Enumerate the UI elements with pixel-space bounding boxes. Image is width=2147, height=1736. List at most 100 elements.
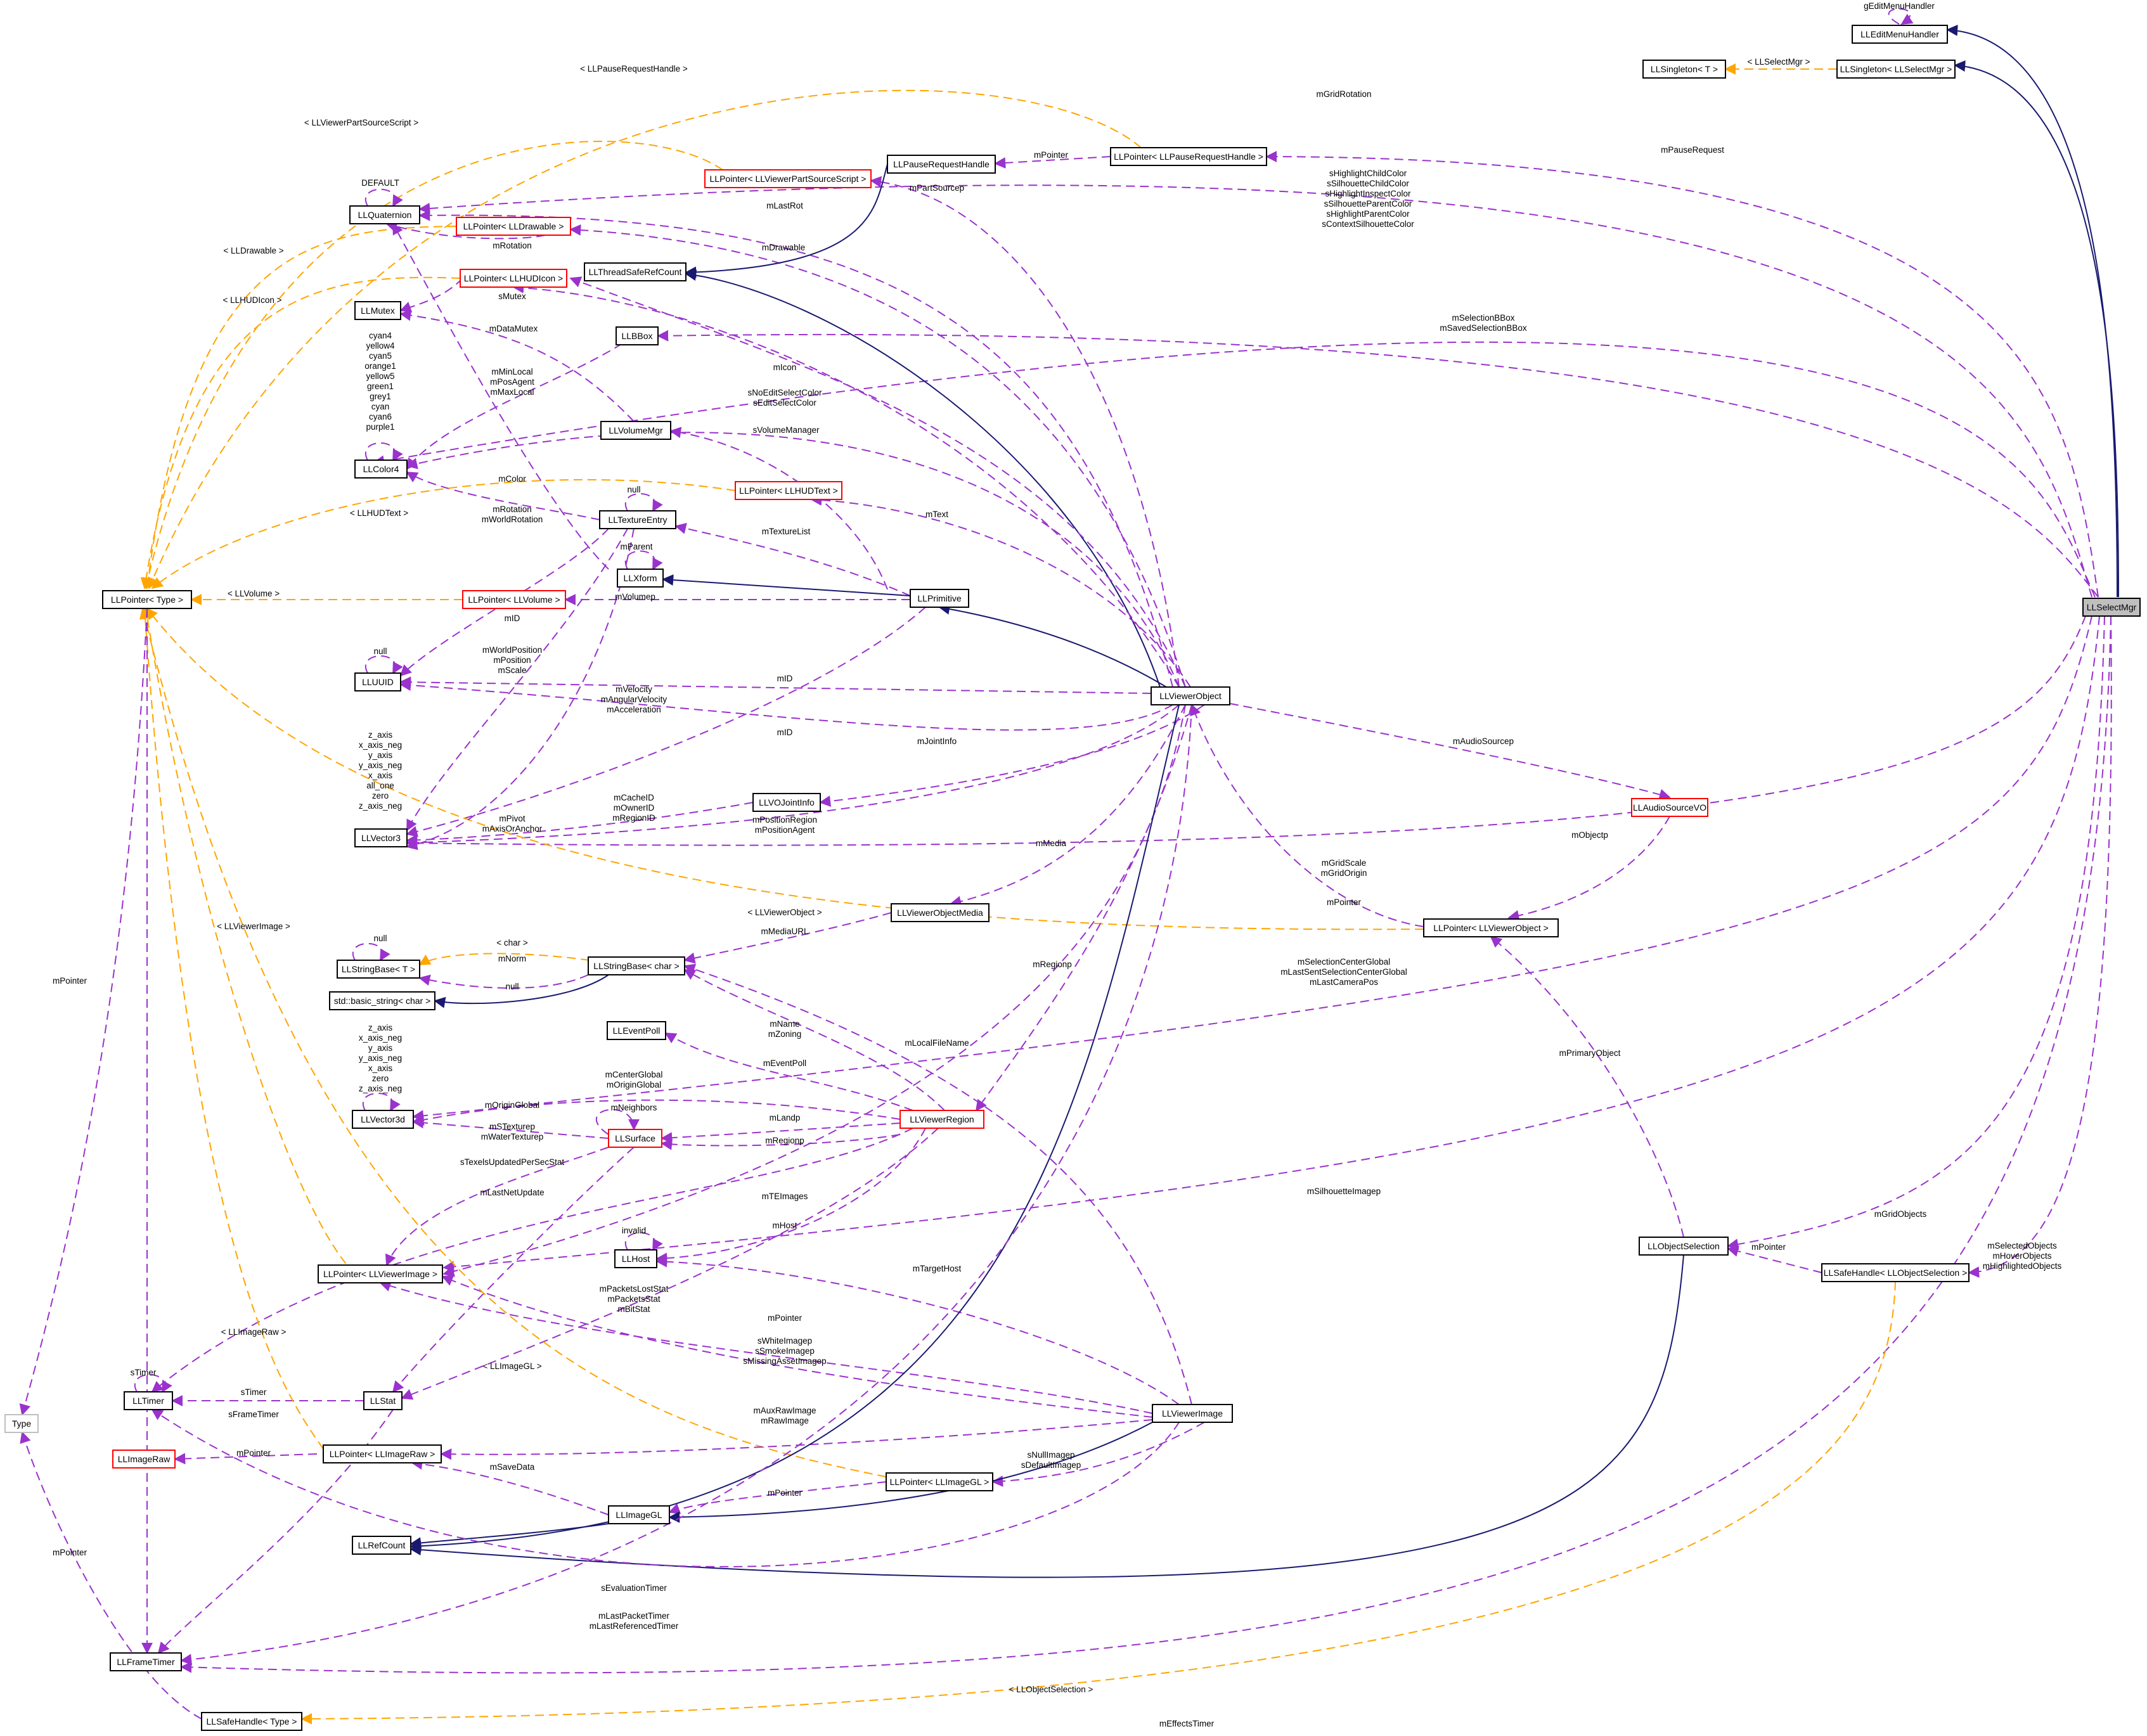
class-node-LLHost[interactable]: LLHost	[614, 1249, 657, 1268]
edge-label-mPointerVI: mPointer	[768, 1313, 803, 1323]
class-node-LLTimer[interactable]: LLTimer	[124, 1391, 173, 1410]
class-node-LLPointerHUDIcon[interactable]: LLPointer< LLHUDIcon >	[460, 269, 567, 288]
edge-label-LLViewerPartSourceScriptTmpl: < LLViewerPartSourceScript >	[304, 118, 418, 127]
class-node-LLPointerPartScript[interactable]: LLPointer< LLViewerPartSourceScript >	[704, 169, 872, 188]
class-node-LLFrameTimer[interactable]: LLFrameTimer	[110, 1652, 182, 1671]
class-node-LLStat[interactable]: LLStat	[363, 1391, 403, 1410]
edge-usage-78	[655, 1128, 926, 1264]
class-node-LLVector3d[interactable]: LLVector3d	[352, 1110, 414, 1129]
class-label-LLXform: LLXform	[624, 573, 657, 583]
class-node-LLEditMenuHandler[interactable]: LLEditMenuHandler	[1852, 25, 1948, 44]
edge-tmpl-7	[148, 89, 1142, 589]
class-node-LLSingletonT[interactable]: LLSingleton< T >	[1642, 60, 1726, 79]
edge-tmpl-53	[146, 607, 1424, 930]
class-node-LLPointerDrawable[interactable]: LLPointer< LLDrawable >	[456, 217, 571, 236]
class-node-LLImageRaw[interactable]: LLImageRaw	[112, 1450, 176, 1469]
class-label-LLPointerHUDText: LLPointer< LLHUDText >	[739, 485, 838, 496]
class-label-LLAudioSourceVO: LLAudioSourceVO	[1633, 802, 1706, 813]
edge-usage-0	[1888, 8, 1914, 25]
edge-label-mSaveData: mSaveData	[490, 1462, 535, 1472]
class-node-LLVolumeMgr[interactable]: LLVolumeMgr	[600, 421, 671, 440]
class-node-LLPointerViewerImage[interactable]: LLPointer< LLViewerImage >	[318, 1264, 443, 1283]
class-node-LLPointerViewerObject[interactable]: LLPointer< LLViewerObject >	[1423, 918, 1559, 937]
class-node-LLMutex[interactable]: LLMutex	[354, 301, 401, 320]
class-node-Type[interactable]: Type	[4, 1414, 39, 1433]
edge-inh-16	[685, 164, 888, 278]
class-node-LLTextureEntry[interactable]: LLTextureEntry	[599, 510, 676, 529]
edge-label-mParent: mParent	[620, 542, 652, 551]
edge-label-mLastNetUpdate: mLastNetUpdate	[480, 1188, 544, 1197]
class-label-LLStringBaseT: LLStringBase< T >	[342, 964, 415, 974]
class-node-LLViewerObjectMedia[interactable]: LLViewerObjectMedia	[891, 903, 990, 922]
edge-label-nullStr: null	[373, 934, 387, 943]
class-node-LLQuaternion[interactable]: LLQuaternion	[349, 205, 420, 224]
edge-label-nullStr2: null	[505, 982, 519, 991]
class-node-LLXform[interactable]: LLXform	[617, 569, 664, 588]
class-node-LLPauseRequestHandle[interactable]: LLPauseRequestHandle	[887, 155, 996, 174]
class-node-LLBBox[interactable]: LLBBox	[616, 326, 659, 345]
edge-label-LLImageGLTmpl: < LLImageGL >	[482, 1361, 541, 1371]
class-label-Type: Type	[12, 1418, 32, 1429]
edge-tmpl-13	[143, 226, 457, 589]
class-node-LLUUID[interactable]: LLUUID	[354, 672, 401, 691]
edge-usage-74	[392, 1147, 635, 1393]
class-node-LLStringBaseT[interactable]: LLStringBase< T >	[337, 960, 420, 979]
edge-label-sEvaluationTimer: sEvaluationTimer	[601, 1583, 667, 1593]
edge-usage-82	[655, 1256, 1180, 1405]
class-label-LLViewerObjectMedia: LLViewerObjectMedia	[897, 908, 983, 918]
class-node-LLImageGL[interactable]: LLImageGL	[608, 1505, 670, 1524]
class-node-LLThreadSafeRefCount[interactable]: LLThreadSafeRefCount	[584, 262, 687, 281]
class-node-LLVOJointInfo[interactable]: LLVOJointInfo	[752, 793, 821, 812]
class-label-LLPointerPartScript: LLPointer< LLViewerPartSourceScript >	[710, 174, 867, 184]
class-node-LLColor4[interactable]: LLColor4	[354, 460, 408, 479]
class-node-LLViewerObject[interactable]: LLViewerObject	[1151, 686, 1230, 705]
class-node-LLSurface[interactable]: LLSurface	[608, 1129, 662, 1148]
class-node-LLObjectSelection[interactable]: LLObjectSelection	[1639, 1237, 1729, 1256]
edge-inh-57	[434, 974, 609, 1008]
class-node-LLViewerRegion[interactable]: LLViewerRegion	[899, 1110, 984, 1129]
edge-usage-95	[668, 1481, 887, 1514]
class-node-LLSafeHandleSel[interactable]: LLSafeHandle< LLObjectSelection >	[1821, 1263, 1970, 1282]
class-node-LLPointerVolume[interactable]: LLPointer< LLVolume >	[462, 590, 566, 609]
class-node-LLStringBaseChar[interactable]: LLStringBase< char >	[588, 956, 685, 975]
class-node-LLPointerType[interactable]: LLPointer< Type >	[102, 590, 192, 609]
edge-label-mGridRotation: mGridRotation	[1316, 89, 1371, 99]
class-node-LLPointerHUDText[interactable]: LLPointer< LLHUDText >	[735, 481, 842, 500]
class-label-LLPointerViewerImage: LLPointer< LLViewerImage >	[323, 1269, 437, 1279]
class-node-LLSingletonSel[interactable]: LLSingleton< LLSelectMgr >	[1836, 60, 1956, 79]
edge-usage-34	[625, 550, 663, 570]
class-node-LLPointerImageRaw[interactable]: LLPointer< LLImageRaw >	[323, 1444, 442, 1463]
edge-usage-19	[512, 281, 1180, 688]
class-label-LLPauseRequestHandle: LLPauseRequestHandle	[893, 159, 990, 169]
class-node-LLSelectMgr[interactable]: LLSelectMgr	[2082, 598, 2141, 617]
class-label-LLImageGL: LLImageGL	[616, 1510, 662, 1520]
class-label-LLObjectSelection: LLObjectSelection	[1647, 1241, 1720, 1251]
class-node-stdBasicString[interactable]: std::basic_string< char >	[329, 991, 435, 1010]
class-label-LLUUID: LLUUID	[362, 677, 394, 687]
edge-label-mDataMutex: mDataMutex	[489, 324, 538, 333]
class-node-LLSafeHandleType[interactable]: LLSafeHandle< Type >	[201, 1712, 302, 1731]
edge-usage-48	[406, 802, 754, 846]
class-node-LLEventPoll[interactable]: LLEventPoll	[607, 1021, 666, 1040]
class-node-LLRefCount[interactable]: LLRefCount	[352, 1536, 411, 1555]
edge-label-LLViewerImageTmpl: < LLViewerImage >	[217, 922, 290, 931]
edge-label-mGridObjects: mGridObjects	[1874, 1209, 1927, 1219]
edge-usage-22	[657, 330, 2099, 598]
class-node-LLPointerPause[interactable]: LLPointer< LLPauseRequestHandle >	[1110, 147, 1267, 166]
edge-usage-32	[392, 222, 609, 570]
class-label-LLSafeHandleType: LLSafeHandle< Type >	[207, 1716, 297, 1726]
class-node-LLPrimitive[interactable]: LLPrimitive	[910, 589, 969, 608]
class-node-LLVector3[interactable]: LLVector3	[354, 828, 408, 847]
class-node-LLAudioSourceVO[interactable]: LLAudioSourceVO	[1631, 798, 1708, 817]
edge-tmpl-90	[139, 607, 887, 1477]
edge-usage-43	[406, 607, 926, 837]
class-node-LLViewerImage[interactable]: LLViewerImage	[1152, 1404, 1233, 1423]
class-node-LLPointerImageGL[interactable]: LLPointer< LLImageGL >	[886, 1472, 993, 1491]
